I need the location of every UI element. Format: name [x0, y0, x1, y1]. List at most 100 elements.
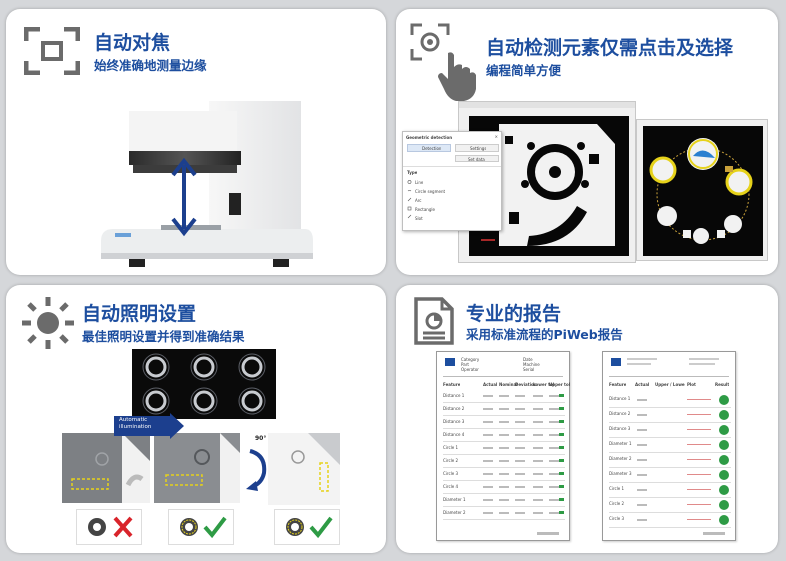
report-a-header-field: Category	[461, 357, 480, 362]
cell-value	[483, 447, 493, 449]
tab-detection[interactable]: Detection	[407, 144, 451, 152]
report-a-header-field: Date	[523, 357, 533, 362]
cell-value	[499, 408, 509, 410]
status-dot	[719, 470, 729, 480]
status-dot	[719, 485, 729, 495]
report-b-column-header: Upper / Lower Tolerance	[655, 382, 685, 387]
table-row: Diameter 3	[609, 469, 731, 483]
cell-value	[549, 486, 559, 488]
tolerance-plot	[687, 444, 711, 445]
report-a-column-header: Nominal	[499, 382, 518, 387]
cell-value	[499, 460, 509, 462]
cell-value	[483, 473, 493, 475]
result-before	[76, 509, 142, 545]
feature-name: Diameter 3	[609, 471, 632, 476]
status-dot	[719, 500, 729, 510]
status-indicator	[559, 498, 564, 501]
autofocus-title: 自动对焦	[94, 32, 171, 54]
cell-value	[637, 444, 647, 446]
feature-name: Diameter 1	[443, 497, 466, 502]
tolerance-plot	[687, 459, 711, 460]
part-image-after	[154, 433, 240, 503]
part-image-before	[62, 433, 150, 503]
dialog-close-icon[interactable]: ×	[494, 134, 498, 139]
table-row: Distance 1	[609, 394, 731, 408]
report-a-column-header: Actual	[483, 382, 498, 387]
report-panel: 专业的报告 采用标准流程的PiWeb报告 Category Part Opera…	[396, 285, 778, 553]
cell-value	[515, 395, 525, 397]
feature-name: Circle 1	[443, 445, 459, 450]
part-image-rotated	[268, 433, 340, 505]
report-b-column-header: Result	[715, 382, 730, 387]
feature-name: Diameter 2	[609, 456, 632, 461]
cell-value	[499, 421, 509, 423]
cell-value	[533, 408, 543, 410]
cell-value	[499, 473, 509, 475]
result-after	[168, 509, 234, 545]
status-dot	[719, 440, 729, 450]
focus-arrow-icon	[169, 157, 199, 237]
cell-value	[499, 499, 509, 501]
table-row: Distance 3	[443, 418, 565, 429]
table-row: Circle 3	[609, 514, 731, 528]
feature-name: Circle 4	[443, 484, 459, 489]
table-row: Diameter 1	[443, 496, 565, 507]
rotation-arrow-icon	[242, 445, 270, 491]
status-dot	[719, 515, 729, 525]
report-b-column-header: Feature	[609, 382, 627, 387]
cell-value	[549, 447, 559, 449]
cell-value	[515, 421, 525, 423]
cell-value	[637, 399, 647, 401]
cell-value	[533, 486, 543, 488]
status-dot	[719, 455, 729, 465]
table-row: Distance 2	[443, 405, 565, 416]
measuring-machine-image	[101, 101, 341, 271]
type-line[interactable]: Line	[415, 180, 424, 185]
report-a-column-header: Lower tol	[533, 382, 555, 387]
type-arc[interactable]: Arc	[415, 198, 422, 203]
report-a-rows: Distance 1 Distance 2 Distance 3 Distance 4…	[443, 392, 565, 522]
cell-value	[549, 421, 559, 423]
geometric-detection-dialog: Geometric detection × Detection Settings…	[402, 131, 502, 231]
focus-frame-icon	[23, 26, 81, 76]
cell-value	[637, 459, 647, 461]
cell-value	[533, 460, 543, 462]
cell-value	[549, 473, 559, 475]
table-row: Circle 1	[443, 444, 565, 455]
tolerance-plot	[687, 429, 711, 430]
type-slot[interactable]: Slot	[415, 216, 423, 221]
cell-value	[483, 408, 493, 410]
table-row: Diameter 2	[443, 509, 565, 520]
report-b-column-header: Plot	[687, 382, 696, 387]
feature-name: Distance 4	[443, 432, 465, 437]
cell-value	[483, 512, 493, 514]
report-a-column-header: Upper tol	[549, 382, 571, 387]
cell-value	[515, 499, 525, 501]
cell-value	[483, 421, 493, 423]
cell-value	[637, 414, 647, 416]
report-title: 专业的报告	[466, 303, 562, 325]
feature-name: Distance 1	[443, 393, 465, 398]
report-a-column-header: Deviation	[515, 382, 537, 387]
cell-value	[637, 429, 647, 431]
automatic-illumination-arrow: Automatic illumination	[114, 413, 184, 439]
cell-value	[549, 434, 559, 436]
status-dot	[719, 410, 729, 420]
report-a-column-header: Feature	[443, 382, 461, 387]
type-label: Type	[407, 170, 418, 175]
software-screenshot-right	[636, 119, 768, 261]
type-circle-segment[interactable]: Circle segment	[415, 189, 446, 194]
tab-settings[interactable]: Settings	[455, 144, 499, 152]
feature-name: Circle 2	[609, 501, 625, 506]
cell-value	[515, 447, 525, 449]
document-report-icon	[414, 297, 454, 345]
autofocus-subtitle: 始终准确地测量边缘	[94, 58, 207, 73]
set-data-button[interactable]: Set data	[455, 155, 499, 162]
auto-detect-title: 自动检测元素仅需点击及选择	[486, 37, 734, 59]
status-indicator	[559, 407, 564, 410]
type-rectangle[interactable]: Rectangle	[415, 207, 435, 212]
cell-value	[533, 499, 543, 501]
status-indicator	[559, 472, 564, 475]
hand-click-target-icon	[410, 23, 480, 103]
